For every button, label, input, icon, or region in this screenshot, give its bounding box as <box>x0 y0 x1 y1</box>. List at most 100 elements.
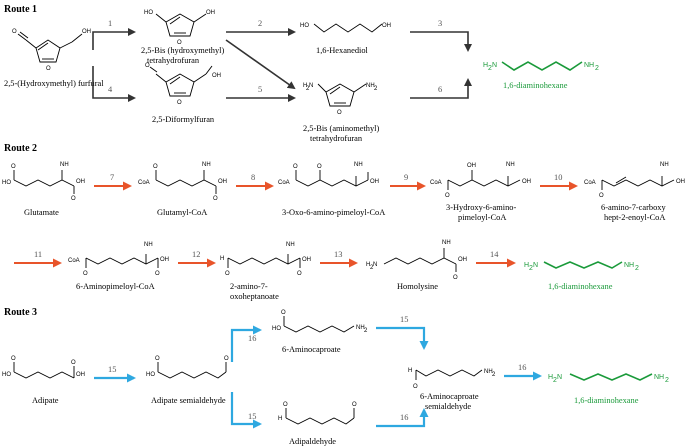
compound-aminocaproate: 6-Aminocaproate <box>282 345 341 354</box>
atom-label: NH <box>660 162 669 168</box>
arrow-step-15 <box>376 326 429 350</box>
step-number: 1 <box>108 19 112 28</box>
atom-label: H <box>524 262 529 269</box>
compound-bhmthf: 2,5-Bis (hydroxymethyl) <box>141 46 224 55</box>
atom-label: NH <box>286 242 295 248</box>
diaminohexane-structure: H 2 N NH 2 <box>548 373 669 384</box>
step-number: 6 <box>438 85 442 94</box>
atom-label: O <box>225 271 230 277</box>
atom-label: NH <box>354 162 363 168</box>
atom-label: O <box>145 63 150 69</box>
glutamyl-coa-structure: CoA O NH OH O <box>138 162 227 202</box>
atom-label: HO <box>300 23 309 29</box>
step-number: 15 <box>108 365 116 374</box>
compound-aminocaproate-semialdehyde: 6-Aminocaproate <box>420 392 479 401</box>
atom-label: 2 <box>370 265 374 271</box>
compound-product-route1: 1,6-diaminohexane <box>503 81 568 90</box>
atom-label: O <box>283 402 288 408</box>
compound-oxoheptanoate: 2-amino-7- <box>230 282 268 291</box>
step-number: 8 <box>251 173 255 182</box>
atom-label: NH <box>484 369 493 375</box>
atom-label: NH <box>654 374 664 381</box>
atom-label: O <box>317 164 322 170</box>
atom-label: OH <box>76 372 85 378</box>
atom-label: O <box>71 360 76 366</box>
atom-label: OH <box>467 163 476 169</box>
compound-homolysine: Homolysine <box>397 282 438 291</box>
atom-label: 2 <box>306 86 310 92</box>
atom-label: NH <box>144 242 153 248</box>
enoyl-coa-structure: CoA O NH OH <box>584 162 685 199</box>
step-number: 5 <box>258 85 262 94</box>
atom-label: O <box>177 100 182 106</box>
hmf-structure: O O OH <box>12 29 91 72</box>
atom-label: O <box>71 196 76 202</box>
atom-label: HO <box>2 372 11 378</box>
atom-label: 2 <box>488 65 492 72</box>
atom-label: HO <box>146 372 155 378</box>
atom-label: OH <box>676 179 685 185</box>
step-number: 7 <box>110 173 114 182</box>
atom-label: 2 <box>374 86 378 92</box>
atom-label: 2 <box>492 372 496 378</box>
atom-label: O <box>155 356 160 362</box>
atom-label: 2 <box>595 65 599 72</box>
atom-label: NH <box>202 162 211 168</box>
atom-label: O <box>12 29 17 35</box>
compound-aminopimeloyl-coa: 6-Aminopimeloyl-CoA <box>76 282 155 291</box>
atom-label: N <box>557 374 562 381</box>
hexanediol-structure: HO OH <box>300 23 391 33</box>
compound-oxo-aminopimeloyl-coa: 3-Oxo-6-amino-pimeloyl-CoA <box>282 208 385 217</box>
atom-label: NH <box>60 162 69 168</box>
step-number: 9 <box>404 173 408 182</box>
atom-label: OH <box>76 179 85 185</box>
atom-label: CoA <box>278 180 290 186</box>
route-3-label: Route 3 <box>4 307 37 318</box>
compound-hmf: 2,5-(Hydroxymethyl) furfural <box>4 79 104 88</box>
compound-aminocaproate-semialdehyde: semialdehyde <box>425 402 471 411</box>
bamthf-structure: H 2 N O NH 2 <box>303 83 378 116</box>
hydroxy-aminopimeloyl-coa-structure: CoA O OH NH OH <box>430 162 531 199</box>
glutamate-structure: HO O NH OH O <box>2 162 85 202</box>
atom-label: O <box>413 384 418 390</box>
atom-label: OH <box>302 257 311 263</box>
atom-label: O <box>224 356 229 362</box>
step-number: 16 <box>400 413 408 422</box>
aminopimeloyl-coa-structure: CoA O NH OH O <box>68 242 169 277</box>
step-number: 16 <box>248 334 256 343</box>
atom-label: OH <box>82 29 91 35</box>
atom-label: OH <box>522 179 531 185</box>
oxo-aminopimeloyl-coa-structure: CoA O O NH OH <box>278 162 379 187</box>
atom-label: 2 <box>635 265 639 272</box>
arrow-step-3 <box>410 31 472 52</box>
bhmthf-structure: HO O OH <box>144 10 215 46</box>
step-number: 15 <box>400 315 408 324</box>
atom-label: O <box>352 402 357 408</box>
atom-label: CoA <box>430 180 442 186</box>
atom-label: NH <box>356 325 365 331</box>
compound-adipaldehyde: Adipaldehyde <box>289 437 336 446</box>
atom-label: N <box>492 62 497 69</box>
step-number: 14 <box>490 250 499 259</box>
step-number: 16 <box>518 363 526 372</box>
atom-label: H <box>278 416 282 422</box>
atom-label: N <box>309 83 313 89</box>
atom-label: 2 <box>665 377 669 384</box>
adipate-structure: HO O OH O <box>2 356 85 379</box>
oxoheptanoate-structure: H O NH OH O <box>220 242 311 277</box>
step-number: 13 <box>334 250 342 259</box>
atom-label: CoA <box>138 180 150 186</box>
atom-label: O <box>599 193 604 199</box>
atom-label: OH <box>382 23 391 29</box>
compound-hydroxy-aminopimeloyl-coa: 3-Hydroxy-6-amino- <box>446 203 516 212</box>
atom-label: OH <box>218 179 227 185</box>
atom-label: CoA <box>68 258 80 264</box>
atom-label: O <box>155 271 160 277</box>
atom-label: OH <box>370 179 379 185</box>
atom-label: N <box>533 262 538 269</box>
arrow-step-4 <box>92 66 136 102</box>
step-number: 2 <box>258 19 262 28</box>
adipate-semialdehyde-structure: HO O O <box>146 356 229 379</box>
compound-bamthf: 2,5-Bis (aminomethyl) <box>303 124 380 133</box>
